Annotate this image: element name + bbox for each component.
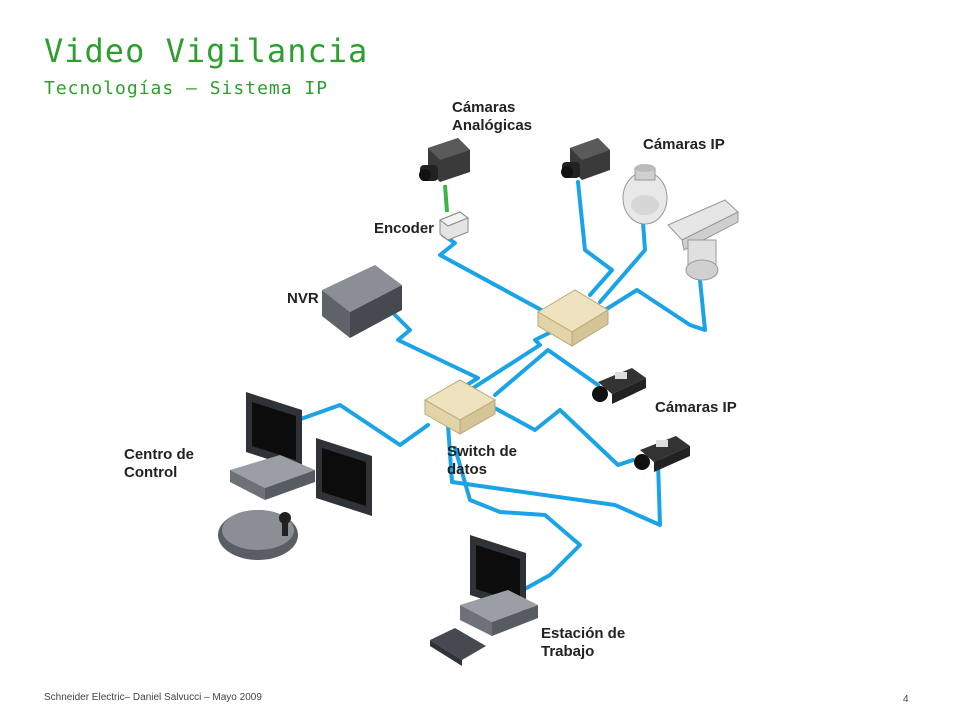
- label-data-switch: Switch de datos: [447, 443, 518, 478]
- analog-cable: [443, 184, 449, 213]
- footer-text: Schneider Electric– Daniel Salvucci – Ma…: [44, 692, 262, 703]
- cable-control-switch: [296, 403, 430, 447]
- nvr-icon: [322, 265, 402, 338]
- dome-camera-icon: [622, 164, 668, 225]
- encoder-icon: [438, 211, 470, 241]
- label-nvr: NVR: [287, 290, 319, 307]
- page-title: Video Vigilancia: [44, 32, 369, 70]
- label-control-center: Centro de Control: [124, 446, 195, 481]
- cable-ipcam-a-switch: [493, 348, 600, 397]
- cable-ipcam-b2: [446, 423, 662, 527]
- ip-camera-top-icon: [561, 138, 610, 180]
- workstation-keyboard-icon: [430, 628, 486, 666]
- housing-camera-icon: [667, 199, 739, 281]
- cable-box-switch: [603, 278, 707, 332]
- ip-camera-a-icon: [592, 368, 646, 404]
- ip-camera-b-icon: [634, 436, 690, 472]
- control-center-monitor-2-icon: [316, 438, 372, 516]
- cable-ipcam-b-switch: [478, 398, 635, 467]
- cable-encoder-switch: [438, 233, 547, 314]
- data-switch-icon: [423, 379, 497, 435]
- cable-ipcam1-switch: [576, 180, 614, 297]
- cable-dome-switch: [598, 220, 647, 304]
- cable-nvr-switch: [393, 313, 480, 390]
- label-ip-cameras-top: Cámaras IP: [643, 136, 725, 153]
- cable-switch-switch: [468, 328, 557, 392]
- label-encoder: Encoder: [374, 220, 435, 237]
- analog-camera-icon: [419, 138, 470, 182]
- label-ip-cameras-mid: Cámaras IP: [655, 399, 737, 416]
- workstation-monitor-icon: [460, 535, 538, 636]
- joystick-keyboard-icon: [218, 510, 298, 560]
- page-subtitle: Tecnologías – Sistema IP: [44, 78, 329, 99]
- control-center-monitor-1-icon: [230, 392, 315, 500]
- page-number: 4: [903, 694, 909, 705]
- label-workstation: Estación de Trabajo: [541, 625, 626, 660]
- network-cables: [296, 180, 707, 602]
- switch-top-icon: [537, 289, 609, 347]
- cable-workstation-switch: [453, 446, 582, 602]
- label-analog-cameras: Cámaras Analógicas: [452, 99, 533, 134]
